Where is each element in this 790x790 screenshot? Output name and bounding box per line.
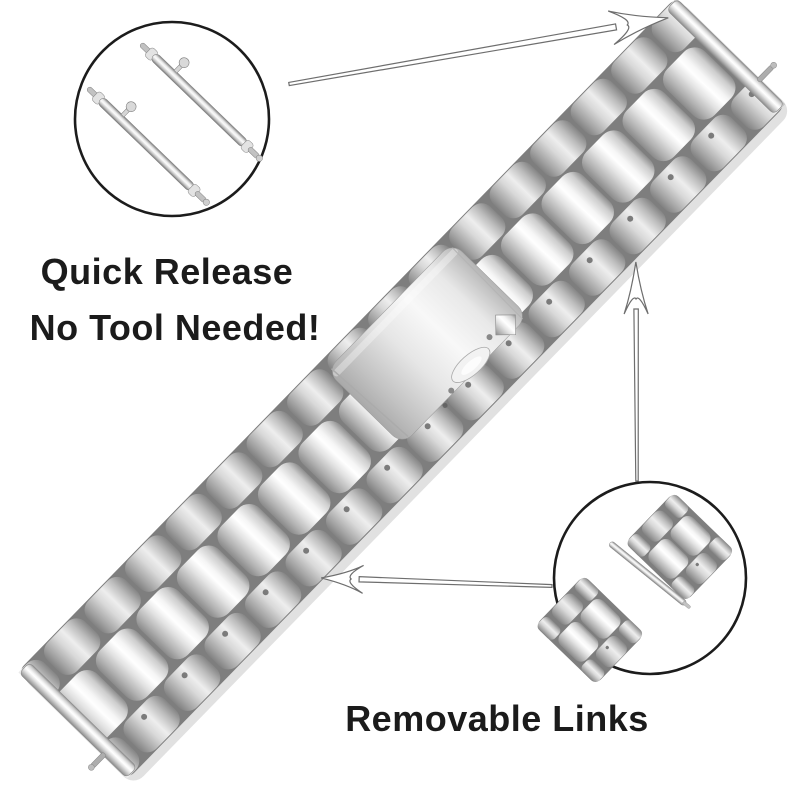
link-pin [609, 541, 691, 609]
band-end-bottom [20, 664, 136, 777]
removable-links-arrow-left [320, 564, 553, 594]
removable-links-arrow-up [623, 261, 649, 482]
band-end-top [668, 0, 783, 113]
deployment-clasp [330, 247, 523, 440]
callout-circle [73, 20, 271, 218]
clasp-hinge [495, 314, 516, 336]
removable-links-label: Removable Links [345, 698, 649, 739]
quick-release-label-line2: No Tool Needed! [30, 307, 321, 348]
quick-release-arrow [288, 10, 669, 87]
quick-release-callout [73, 20, 277, 218]
quick-release-label-line1: Quick Release [41, 251, 294, 292]
removable-links-callout [535, 480, 748, 685]
